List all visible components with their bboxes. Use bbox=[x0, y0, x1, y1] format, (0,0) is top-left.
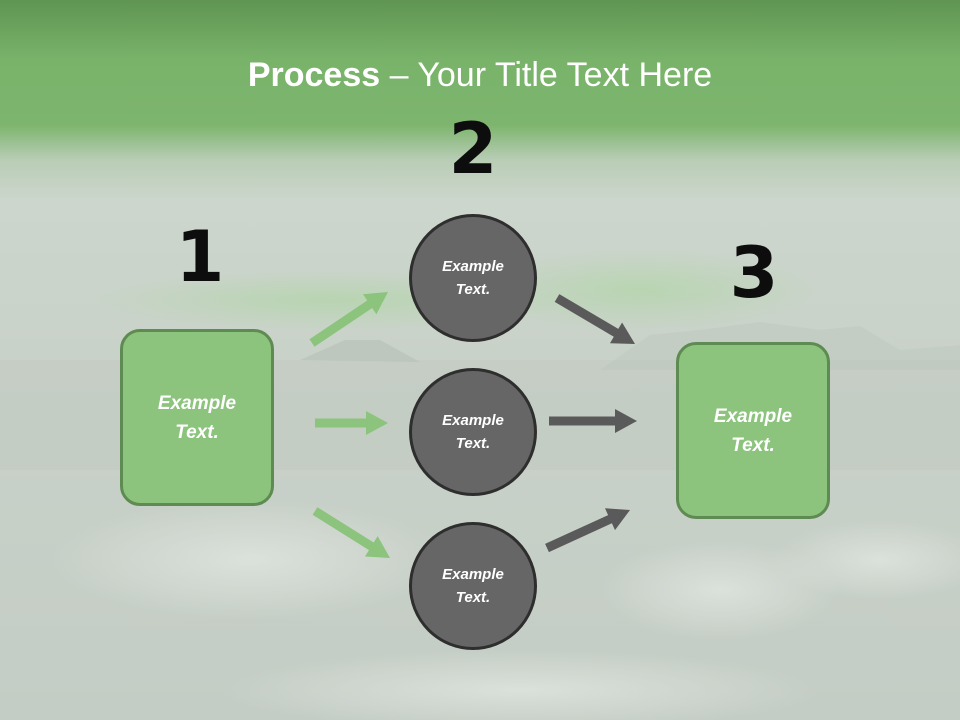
step-1-label: Example Text. bbox=[157, 392, 237, 443]
step-2-circle-top: Example Text. bbox=[409, 214, 537, 342]
arrow-icon bbox=[545, 508, 630, 553]
step-2-circle-bottom: Example Text. bbox=[409, 522, 537, 650]
step-3-box: Example Text. bbox=[676, 342, 830, 519]
step-2-label-middle: Example Text. bbox=[442, 412, 504, 452]
arrow-icon bbox=[315, 411, 388, 435]
arrow-icon bbox=[549, 409, 637, 433]
snow-drift bbox=[220, 650, 820, 720]
title-rest: – Your Title Text Here bbox=[380, 56, 713, 94]
step-2-circle-middle: Example Text. bbox=[409, 368, 537, 496]
step-3-label: Example Text. bbox=[713, 405, 793, 456]
aurora-glow bbox=[460, 250, 820, 330]
slide-title: Process – Your Title Text Here bbox=[0, 52, 960, 98]
step-2-label-top: Example Text. bbox=[442, 258, 504, 298]
title-bold: Process bbox=[247, 56, 381, 94]
step-1-box: Example Text. bbox=[120, 329, 274, 506]
step-number-2: 2 bbox=[448, 108, 498, 190]
step-2-label-bottom: Example Text. bbox=[442, 566, 504, 606]
arrow-icon bbox=[312, 507, 390, 558]
step-number-1: 1 bbox=[175, 216, 225, 298]
snow-drift bbox=[770, 520, 960, 600]
arrow-icon bbox=[554, 294, 635, 344]
mountain bbox=[300, 340, 420, 362]
arrow-icon bbox=[309, 292, 388, 347]
step-number-3: 3 bbox=[729, 232, 779, 314]
